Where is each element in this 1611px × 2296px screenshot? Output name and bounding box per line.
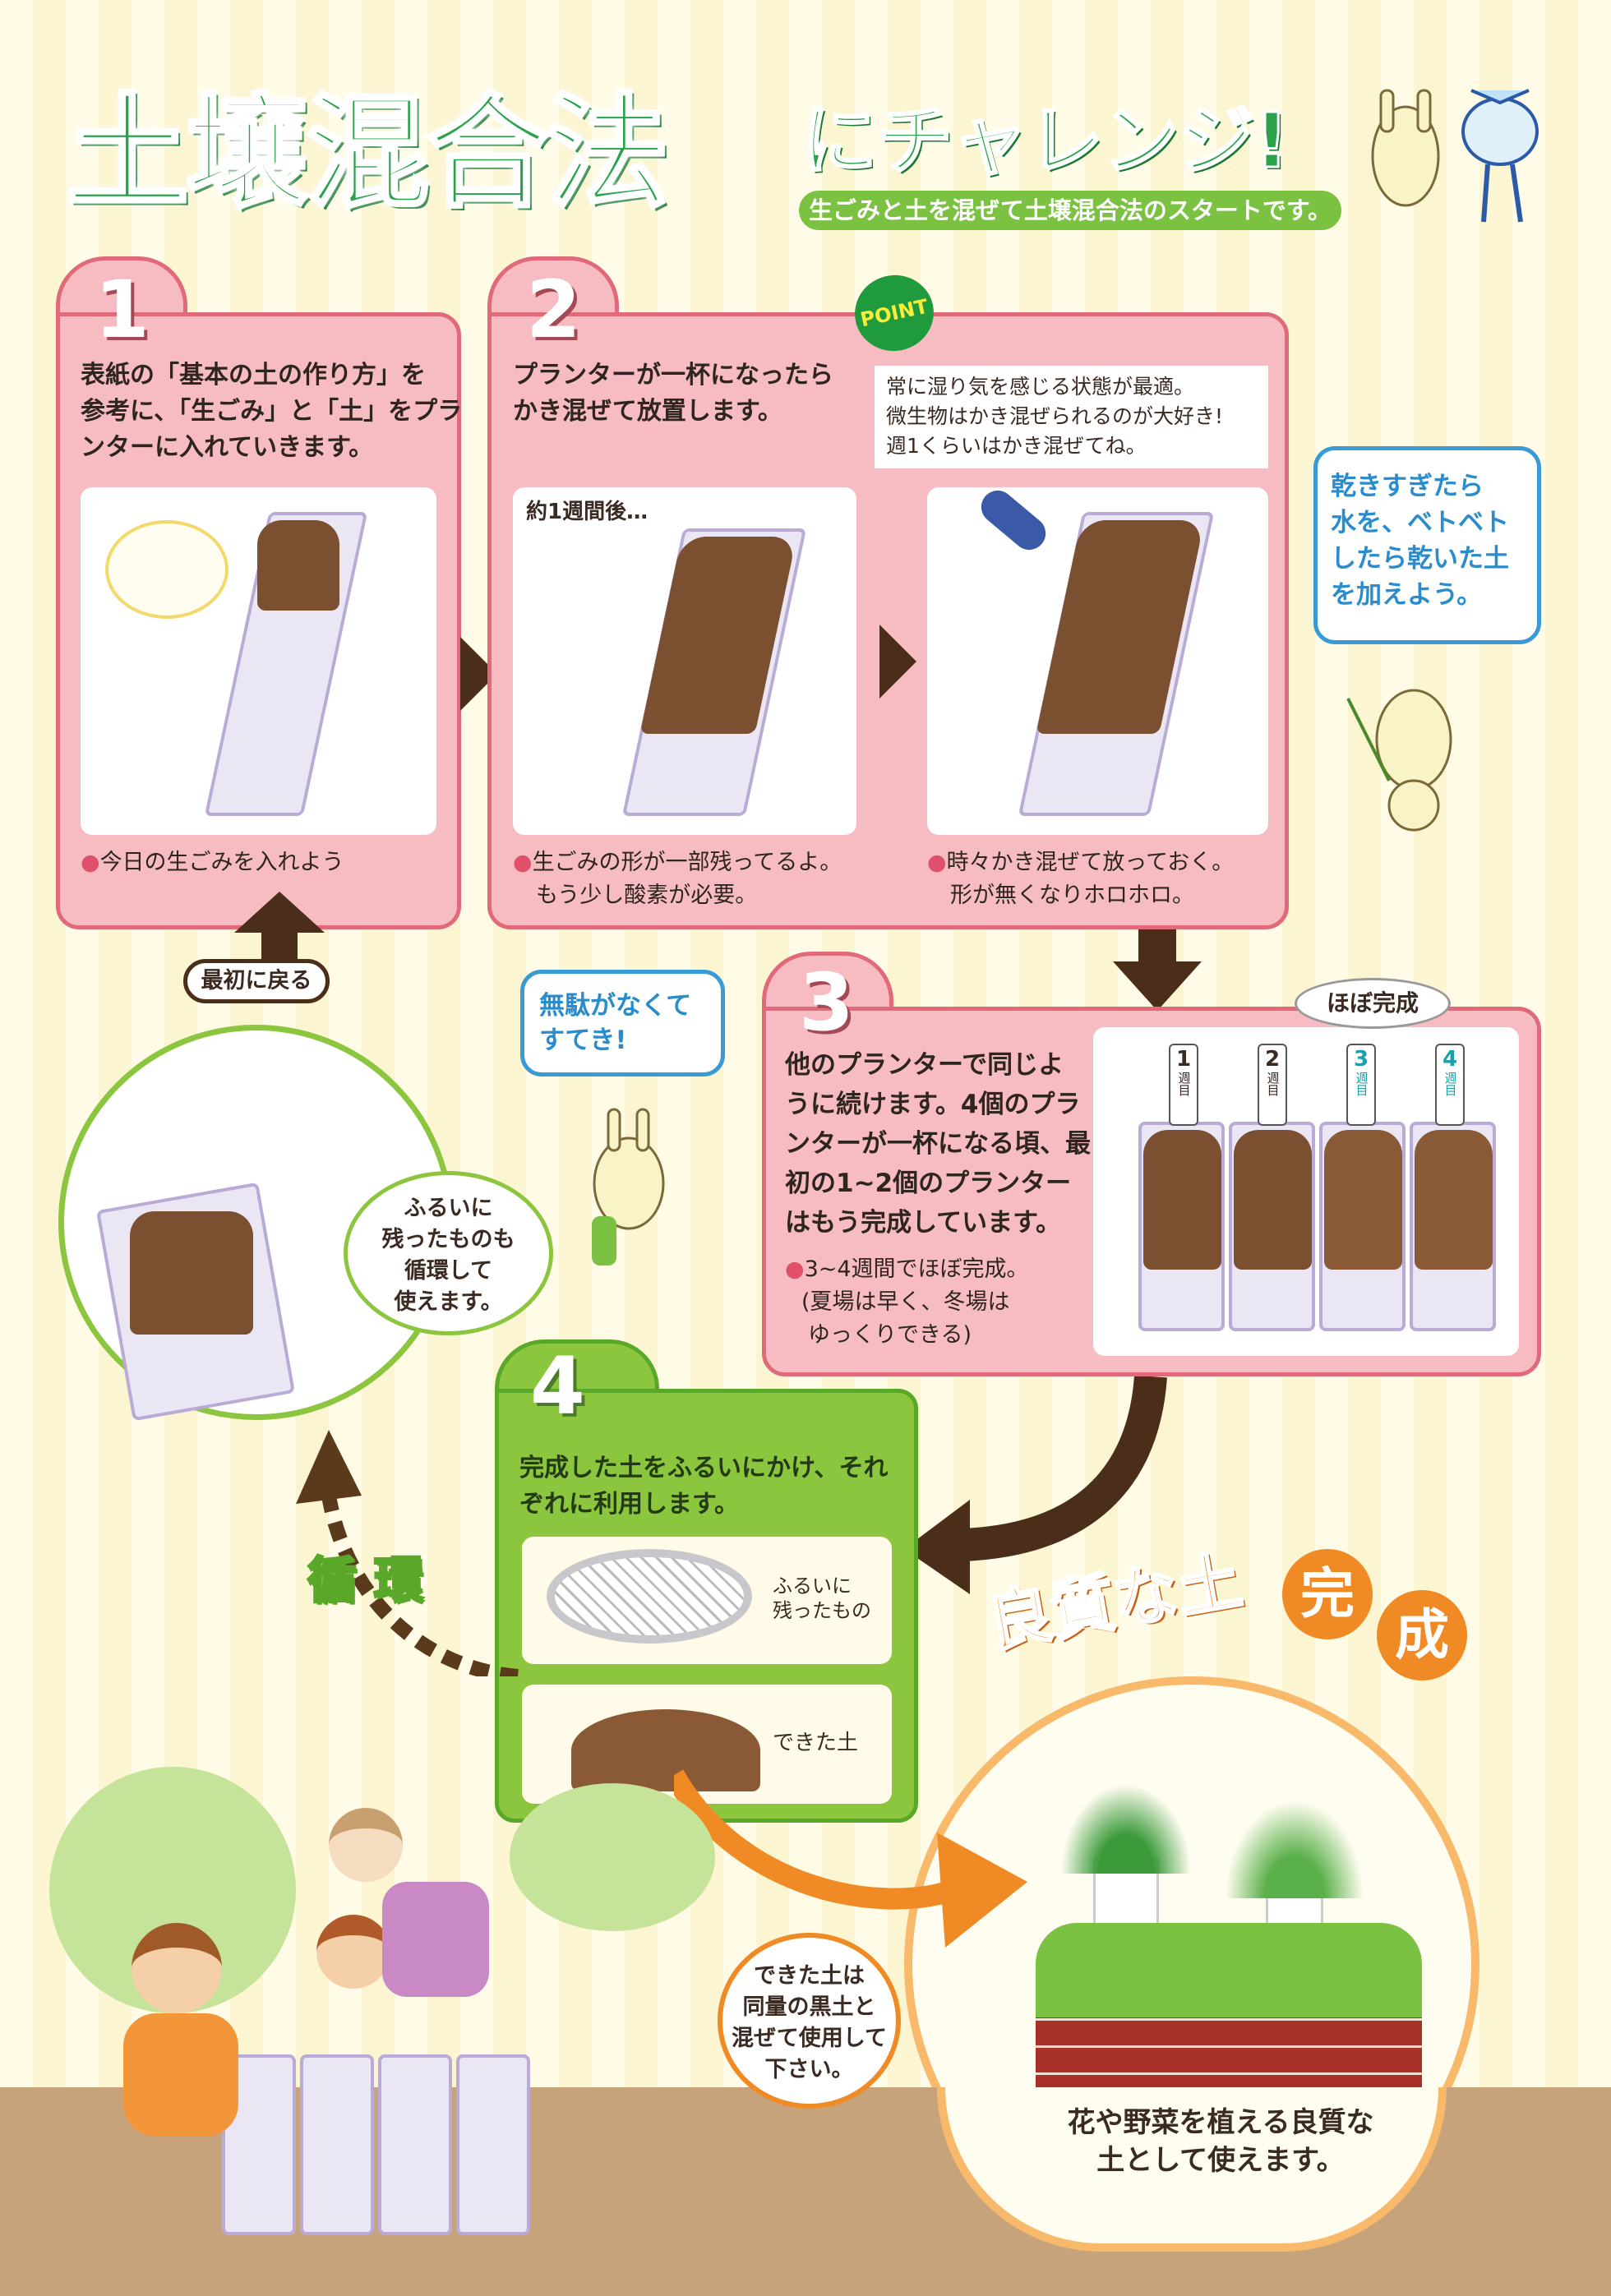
brick-wall-icon (1036, 2017, 1422, 2100)
grandfather-icon (329, 1808, 403, 1882)
step3-text-line: うに続けます。4個のプラ (785, 1090, 1081, 1119)
point-note-line: 微生物はかき混ぜられるのが大好き! (886, 404, 1224, 428)
soil-panel: できた土 (522, 1685, 892, 1804)
step4-text-line: 完成した土をふるいにかけ、それ (519, 1454, 889, 1482)
page-title: 土壌混合法 (64, 82, 671, 225)
step3-caption-line: 3~4週間でほぼ完成。 (804, 1256, 1029, 1282)
tip-bubble: 乾きすぎたら 水を、ベトベト したら乾いた土 を加えよう。 (1313, 446, 1541, 644)
grandfather-icon (382, 1882, 489, 1997)
step2-text-line: かき混ぜて放置します。 (513, 397, 782, 426)
tree-icon (510, 1783, 715, 1931)
page-subtitle: 生ごみと土を混ぜて土壌混合法のスタートです。 (799, 191, 1341, 230)
step1-text-line: 表紙の「基本の土の作り方」を (81, 361, 426, 390)
person-icon (123, 2013, 238, 2137)
sieve-icon (547, 1549, 752, 1644)
cycle-label: 循 環 (307, 1551, 425, 1611)
step2-caption1-line: もう少し酸素が必要。 (536, 883, 758, 908)
child-icon (316, 1915, 390, 1989)
one-week-later-label: 約1週間後… (526, 500, 649, 524)
step1-number: 1 (95, 264, 150, 356)
step2-number: 2 (526, 264, 581, 356)
tip-line: したら乾いた土 (1331, 544, 1509, 574)
step3-text-line: はもう完成しています。 (785, 1208, 1062, 1238)
sieve-label-line: 残ったもの (773, 1599, 871, 1622)
curved-arrow-icon (904, 1376, 1167, 1594)
gloved-hand-trowel-icon (974, 483, 1053, 557)
step4-text-line: ぞれに利用します。 (519, 1490, 739, 1519)
back-to-start-label: 最初に戻る (183, 959, 330, 1003)
step3-caption-line: ゆっくりできる) (808, 1322, 972, 1348)
step2-caption2-line: 形が無くなりホロホロ。 (950, 883, 1194, 908)
step1-illustration (81, 487, 436, 835)
complete-title-char: 完 (1282, 1549, 1373, 1639)
point-note-line: 週1くらいはかき混ぜてね。 (886, 434, 1147, 458)
sieve-label-line: ふるいに (773, 1574, 852, 1598)
step2-illustration-stirred (927, 483, 1268, 835)
reuse-bubble: ふるいに残ったものも循環して使えます。 (344, 1171, 553, 1335)
arrow-right-icon (879, 625, 916, 698)
page-title-suffix: にチャレンジ! (800, 97, 1290, 185)
rabbit-mascot-icon (592, 1108, 665, 1266)
soil-pile-icon (571, 1709, 760, 1791)
nice-bubble: 無駄がなくてすてき! (520, 970, 725, 1077)
step2-caption1-line: 生ごみの形が一部残ってるよ。 (532, 850, 842, 875)
food-scraps-bubble-icon (105, 520, 228, 619)
point-note: 常に湿り気を感じる状態が最適。 微生物はかき混ぜられるのが大好き! 週1くらいは… (875, 366, 1268, 468)
almost-done-bubble: ほぼ完成 (1295, 978, 1451, 1029)
arrow-down-icon (1113, 961, 1202, 1011)
arrow-up-icon (234, 892, 325, 933)
complete-title-char: 成 (1377, 1590, 1467, 1681)
step4-number: 4 (530, 1340, 585, 1432)
rabbit-mascot-icon (1346, 689, 1452, 832)
step3-text-line: ンターが一杯になる頃、最 (785, 1129, 1091, 1159)
step1-caption: 今日の生ごみを入れよう (99, 850, 344, 875)
step3-number: 3 (799, 957, 854, 1049)
step3-caption-line: (夏場は早く、冬場は (801, 1289, 1010, 1315)
step2-illustration-week1: 約1週間後… (513, 487, 856, 835)
planter-row-icon (222, 2054, 534, 2235)
four-planters (1138, 1122, 1500, 1331)
mascot-characters-icon (1371, 89, 1539, 223)
person-icon (132, 1923, 222, 2013)
orange-arrow-icon (674, 1769, 1027, 1948)
tip-line: を加えよう。 (1331, 580, 1483, 610)
final-text: 花や野菜を植える良質な土として使えます。 (1067, 2106, 1374, 2177)
soil-label: できた土 (773, 1731, 859, 1755)
step2-caption2-line: 時々かき混ぜて放っておく。 (946, 850, 1235, 875)
step3-text-line: 他のプランターで同じよ (785, 1050, 1064, 1080)
mix-bubble: できた土は同量の黒土と混ぜて使用して下さい。 (718, 1933, 901, 2109)
tip-line: 水を、ベトベト (1331, 508, 1509, 537)
tip-line: 乾きすぎたら (1331, 472, 1484, 501)
point-note-line: 常に湿り気を感じる状態が最適。 (886, 375, 1195, 399)
flower-bed-icon (1036, 1923, 1422, 2022)
step1-text-line: 参考に、「生ごみ」と「土」をプラ (81, 397, 463, 426)
step2-text-line: プランターが一杯になったら (513, 361, 833, 390)
sieve-panel: ふるいに残ったもの (522, 1537, 892, 1664)
step1-text-line: ンターに入れていきます。 (81, 433, 374, 462)
dotted-cycle-arrow-icon (296, 1430, 519, 1676)
step3-text-line: 初の1~2個のプランター (785, 1169, 1072, 1198)
